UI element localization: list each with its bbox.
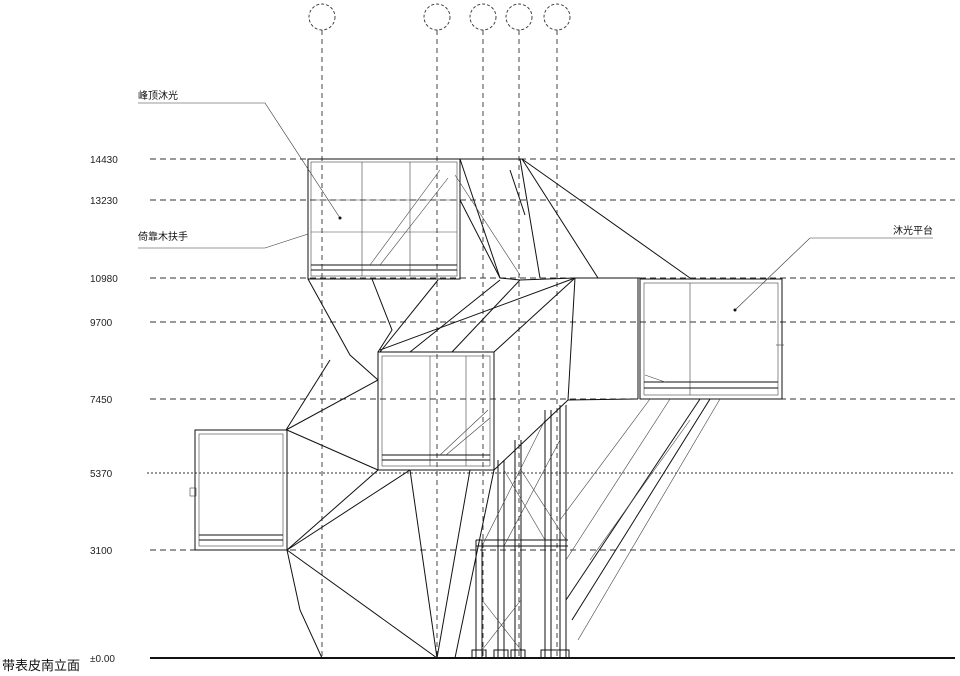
skin-edge [521,158,691,279]
grid-bubble-3 [469,3,497,31]
level-label: 13230 [90,196,118,207]
footing [540,649,570,659]
footing [493,649,509,659]
brace [503,469,546,541]
annotation-handrail: 倚靠木扶手 [138,230,188,243]
annotation-sun-platform: 沐光平台 [893,224,933,237]
skin-edge [286,429,379,471]
right-box-detail [644,374,666,383]
leader-handrail [138,233,309,249]
middle-box [377,351,495,471]
skin-edge [379,277,576,351]
right-box-outline [639,278,783,400]
skin-edge [459,158,501,279]
annotations: 峰顶沐光 倚靠木扶手 沐光平台 [138,89,933,312]
skin-edge [509,169,526,216]
level-label: ±0.00 [90,654,115,665]
right-struts [559,398,721,641]
strut [571,398,711,621]
skin-edge [286,549,323,659]
skin-edge [451,279,521,353]
right-platform-box [639,278,784,400]
middle-box-outline [377,351,495,471]
facade-skin-top [454,158,691,281]
brace [503,439,561,547]
drawing-title: 带表皮南立面 [2,658,80,674]
skin-edge [286,469,411,551]
skin-edge [454,174,521,276]
skin-edge [493,277,576,353]
grid-bubble-1 [308,3,336,31]
grid-axes [308,3,571,658]
skin-edge [493,399,569,471]
grid-bubble-4 [505,3,533,31]
brace [481,599,522,651]
skin-edge [307,278,379,381]
skin-edge [409,469,438,659]
skin-edge [286,549,438,659]
left-box-inner [198,433,284,547]
facade-skin-lower [286,429,495,659]
footing [471,649,487,659]
level-label: 7450 [90,395,113,406]
footing [510,649,526,659]
top-box-inner [310,161,458,277]
leader-dot [338,216,342,220]
skin-edge [286,469,379,551]
level-label: 5370 [90,469,113,480]
level-label: 10980 [90,274,118,285]
leader-sun-platform [734,237,933,311]
skin-fold [459,158,599,281]
level-labels: 14430 13230 10980 9700 7450 5370 3100 ±0… [90,155,118,665]
skin-edge [285,379,379,431]
strut [559,398,651,521]
strut [589,419,691,561]
grid-bubble-5 [543,3,571,31]
middle-box-inner [381,355,491,467]
leader-dot [733,308,737,312]
top-box-brace [379,177,449,266]
top-box-outline [307,158,461,280]
level-label: 3100 [90,546,113,557]
skin-edge [409,279,501,353]
facade-skin-middle [285,277,640,471]
skin-edge [519,158,541,279]
strut [577,398,721,641]
level-label: 14430 [90,155,118,166]
skin-edge [567,398,639,401]
grid-bubble-2 [423,3,451,31]
middle-box-stair [439,409,489,456]
left-box-outline [194,429,288,551]
middle-box-stair [445,417,491,456]
left-box-handle [189,487,197,497]
skin-edge [285,359,331,431]
skin-edge [379,279,439,353]
skin-edge [454,469,495,659]
left-lower-box [189,429,288,551]
skin-edge [371,278,393,353]
leader-peak-bath [138,102,341,219]
strut [565,398,671,561]
top-box [307,158,461,280]
level-label: 9700 [90,318,113,329]
skin-edge [567,277,576,401]
skin-edge [436,469,471,659]
top-box-brace [369,169,441,266]
brace [520,469,567,541]
brace [481,419,546,547]
annotation-peak-bath: 峰顶沐光 [138,89,178,102]
right-box-inner [643,282,779,396]
steel-frame [471,405,570,659]
